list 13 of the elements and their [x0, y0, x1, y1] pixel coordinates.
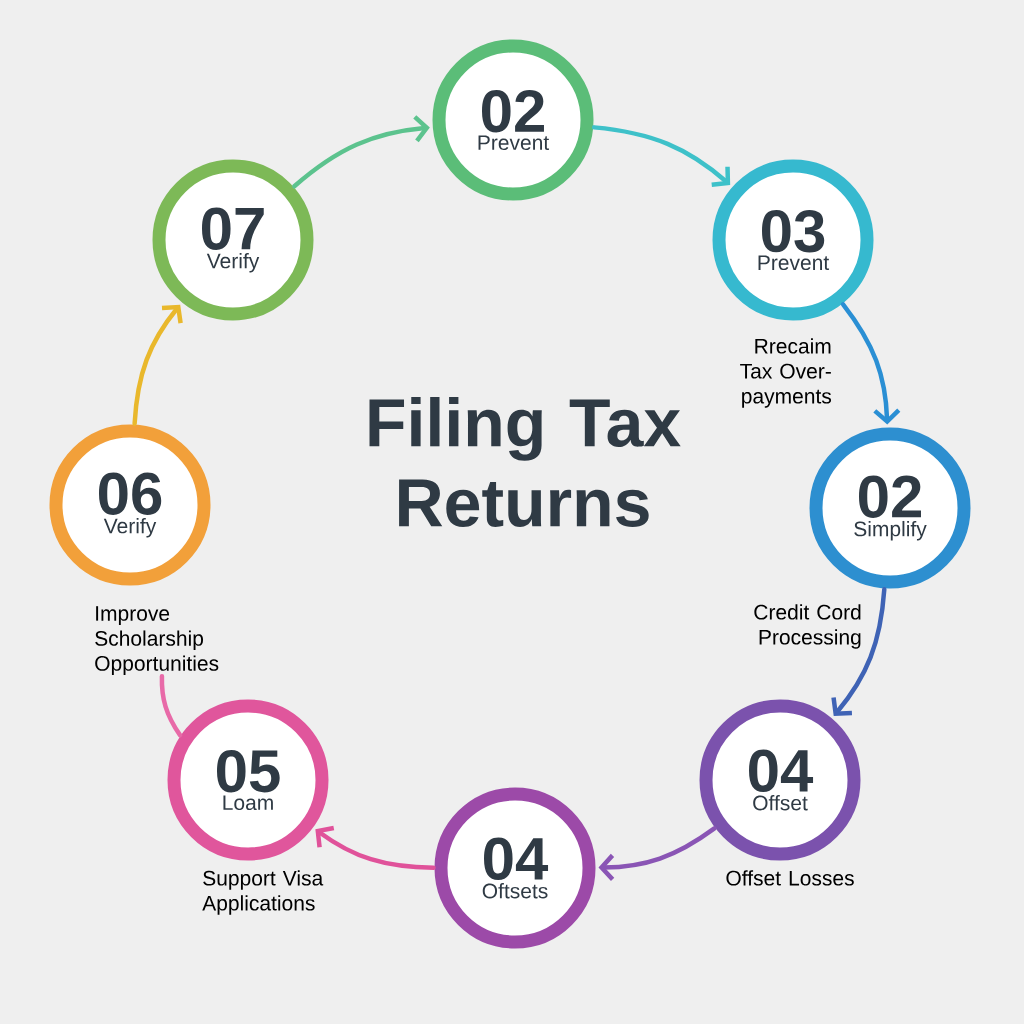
- step-description: Offset Losses: [726, 870, 854, 886]
- arrow: [292, 115, 430, 189]
- arrow: [831, 587, 887, 717]
- arrow: [132, 304, 183, 426]
- arrow: [598, 826, 717, 881]
- title: Filing Tax Returns: [369, 397, 681, 527]
- step-description: Support Visa Applications: [202, 870, 324, 915]
- arrow: [591, 125, 731, 187]
- arrow: [315, 825, 436, 870]
- step-description: Rrecaim Tax Over- payments: [740, 338, 832, 408]
- arrow: [840, 302, 901, 425]
- step-description: Credit Cord Processing: [754, 604, 861, 649]
- step-description: Improve Scholarship Opportunities: [95, 606, 219, 675]
